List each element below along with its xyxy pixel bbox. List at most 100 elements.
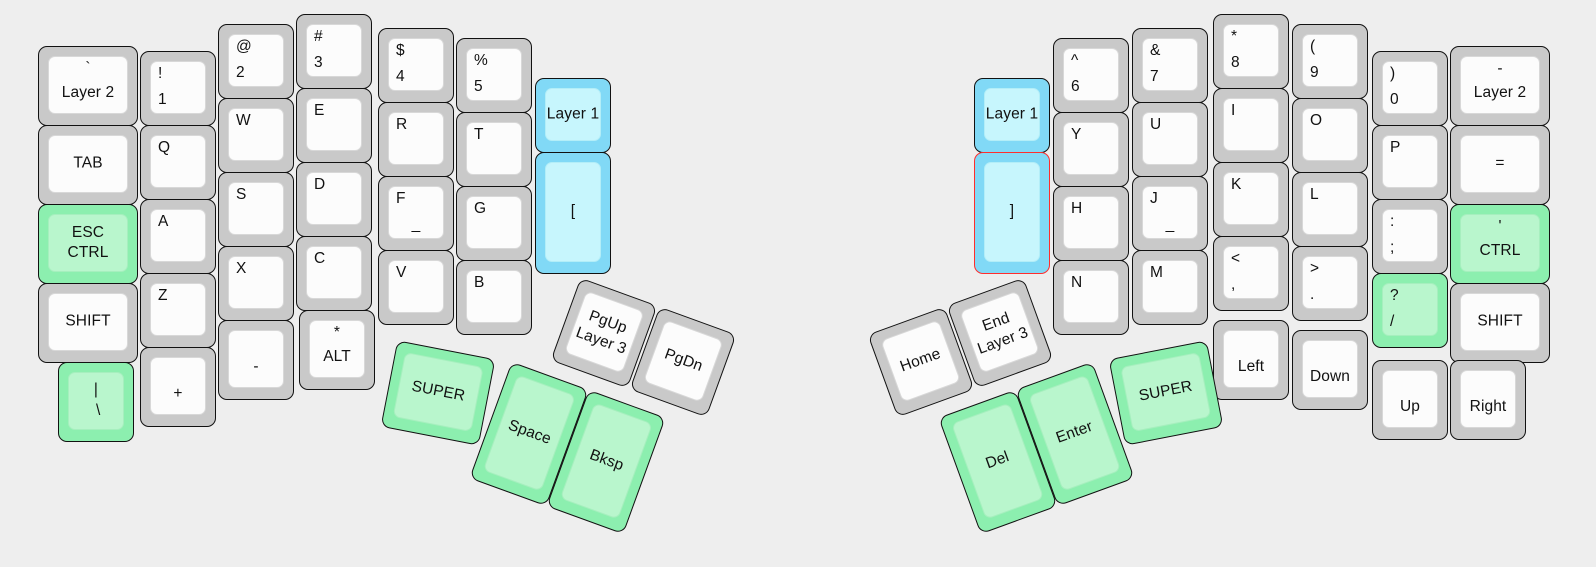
key-t[interactable]: T [456, 112, 532, 187]
keycap-surface: 'CTRL [1460, 214, 1540, 272]
key-dollar-4[interactable]: $4 [378, 28, 454, 103]
key-f[interactable]: F_ [378, 176, 454, 251]
key-colon-semi[interactable]: :; [1372, 199, 1448, 274]
key-legend-base: S [236, 186, 247, 203]
keycap-surface: %5 [466, 48, 522, 101]
keycap-surface: Z [150, 283, 206, 336]
key-lparen-9[interactable]: (9 [1292, 24, 1368, 99]
keycap-surface: X [228, 256, 284, 309]
keycap-surface: = [1460, 135, 1540, 193]
key-lt-comma[interactable]: <, [1213, 236, 1289, 311]
keycap-surface: P [1382, 135, 1438, 188]
key-up-arrow[interactable]: Up [1372, 360, 1448, 440]
key-hash-3[interactable]: #3 [296, 14, 372, 89]
key-e[interactable]: E [296, 88, 372, 163]
key-shift-r[interactable]: SHIFT [1450, 283, 1550, 363]
key-w[interactable]: W [218, 98, 294, 173]
key-legend-base: 8 [1231, 54, 1240, 71]
key-g[interactable]: G [456, 186, 532, 261]
keycap-surface: + [150, 357, 206, 415]
key-legend-shifted: ( [1310, 38, 1316, 55]
key-d[interactable]: D [296, 162, 372, 237]
keycap-surface: O [1302, 108, 1358, 161]
key-plus[interactable]: + [140, 347, 216, 427]
key-caret-6[interactable]: ^6 [1053, 38, 1129, 113]
key-u[interactable]: U [1132, 102, 1208, 177]
key-rparen-0[interactable]: )0 [1372, 51, 1448, 126]
key-layer1-r[interactable]: Layer 1 [974, 78, 1050, 153]
key-star-8[interactable]: *8 [1213, 14, 1289, 89]
key-layer1-l[interactable]: Layer 1 [535, 78, 611, 153]
key-legend-center: Layer 1 [985, 105, 1039, 123]
key-legend-center: = [1495, 154, 1505, 172]
key-m[interactable]: M [1132, 250, 1208, 325]
key-shift-l[interactable]: SHIFT [38, 283, 138, 363]
key-star-alt[interactable]: *ALT [299, 310, 375, 390]
key-equals[interactable]: = [1450, 125, 1550, 205]
key-pipe-backslash[interactable]: | \ [58, 362, 134, 442]
key-p[interactable]: P [1372, 125, 1448, 200]
key-z[interactable]: Z [140, 273, 216, 348]
key-legend-base: E [314, 102, 325, 119]
key-esc-ctrl[interactable]: ESC CTRL [38, 204, 138, 284]
key-a[interactable]: A [140, 199, 216, 274]
key-v[interactable]: V [378, 250, 454, 325]
key-legend-shifted: > [1310, 260, 1320, 277]
key-minus[interactable]: - [218, 320, 294, 400]
keycap-surface: Layer 1 [984, 88, 1040, 141]
key-percent-5[interactable]: %5 [456, 38, 532, 113]
key-right-arrow[interactable]: Right [1450, 360, 1526, 440]
key-bang-1[interactable]: !1 [140, 51, 216, 126]
key-quote-ctrl[interactable]: 'CTRL [1450, 204, 1550, 284]
key-question-slash[interactable]: ?/ [1372, 273, 1448, 348]
key-legend-shifted: ? [1390, 287, 1399, 304]
key-rbracket[interactable]: ] [974, 152, 1050, 274]
key-c[interactable]: C [296, 236, 372, 311]
key-r[interactable]: R [378, 102, 454, 177]
key-gt-period[interactable]: >. [1292, 246, 1368, 321]
key-l[interactable]: L [1292, 172, 1368, 247]
key-k[interactable]: K [1213, 162, 1289, 237]
key-tab[interactable]: TAB [38, 125, 138, 205]
keycap-surface: S [228, 182, 284, 235]
key-down-arrow[interactable]: Down [1292, 330, 1368, 410]
key-lbracket[interactable]: [ [535, 152, 611, 274]
keycap-surface: )0 [1382, 61, 1438, 114]
key-legend-base: Right [1469, 398, 1507, 415]
key-amp-7[interactable]: &7 [1132, 28, 1208, 103]
key-q[interactable]: Q [140, 125, 216, 200]
key-legend-base: C [314, 250, 326, 267]
keycap-surface: <, [1223, 246, 1279, 299]
key-h[interactable]: H [1053, 186, 1129, 261]
key-super-l[interactable]: SUPER [380, 340, 496, 446]
keycap-surface: [ [545, 162, 601, 262]
key-legend-base: 0 [1390, 91, 1399, 108]
key-legend-base: V [396, 264, 407, 281]
key-minus-layer2[interactable]: -Layer 2 [1450, 46, 1550, 126]
key-b[interactable]: B [456, 260, 532, 335]
keycap-surface: A [150, 209, 206, 262]
key-x[interactable]: X [218, 246, 294, 321]
key-n[interactable]: N [1053, 260, 1129, 335]
key-legend-base: 9 [1310, 64, 1319, 81]
key-legend-center: PgUp Layer 3 [573, 307, 630, 358]
key-super-r[interactable]: SUPER [1108, 340, 1224, 446]
key-legend-base: M [1150, 264, 1164, 281]
keycap-surface: (9 [1302, 34, 1358, 87]
key-i[interactable]: I [1213, 88, 1289, 163]
key-y[interactable]: Y [1053, 112, 1129, 187]
key-j[interactable]: J_ [1132, 176, 1208, 251]
key-legend-shifted: $ [396, 42, 405, 59]
key-legend-base: 7 [1150, 68, 1159, 85]
key-legend-center: SHIFT [65, 312, 111, 330]
key-left-arrow[interactable]: Left [1213, 320, 1289, 400]
key-legend-center: SUPER [1137, 377, 1194, 405]
key-legend-shifted: ^ [1071, 52, 1079, 69]
key-at-2[interactable]: @2 [218, 24, 294, 99]
key-grave-layer2[interactable]: `Layer 2 [38, 46, 138, 126]
key-o[interactable]: O [1292, 98, 1368, 173]
key-legend-base: X [236, 260, 247, 277]
key-legend-base: Down [1309, 368, 1351, 385]
key-s[interactable]: S [218, 172, 294, 247]
